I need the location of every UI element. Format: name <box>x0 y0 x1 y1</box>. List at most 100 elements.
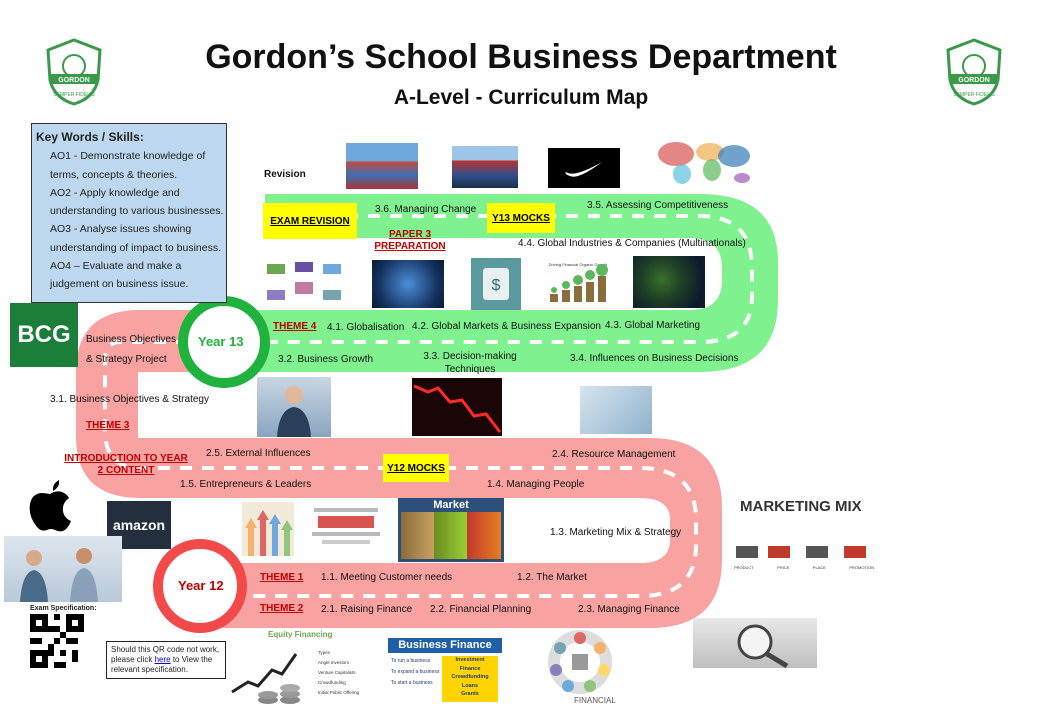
qr-code-icon <box>30 614 84 668</box>
year12-label: Year 12 <box>178 578 224 593</box>
year13-label: Year 13 <box>198 334 244 349</box>
financial-wheel-image: FINANCIAL <box>534 630 626 707</box>
coins-chart-icon <box>231 653 300 704</box>
growth-plants-icon: Driving Financial Organic Growth <box>549 262 608 302</box>
arrows-icon <box>245 510 293 556</box>
y13-mocks-badge: Y13 MOCKS <box>487 203 555 233</box>
apple-logo-icon <box>29 480 71 532</box>
svg-text:$: $ <box>492 277 501 294</box>
topic-4-4: 4.4. Global Industries & Companies (Mult… <box>518 238 746 249</box>
specification-link[interactable]: here <box>154 655 171 664</box>
crest-motto: SEMPER FIDELIS <box>953 92 995 98</box>
office-team-image <box>4 536 122 602</box>
key-words-item: AO3 - Analyse issues showing understandi… <box>50 223 222 254</box>
topic-1-1: 1.1. Meeting Customer needs <box>321 572 453 583</box>
magnifying-glass-icon <box>737 624 789 668</box>
investment-image: $ <box>471 258 521 310</box>
bf-right-item: Loans <box>461 682 479 689</box>
equity-financing-image: Equity Financing Types Angel Investors V… <box>228 626 368 707</box>
bf-right-item: Investment <box>455 657 485 663</box>
satisfaction-wordcloud-image <box>308 500 384 556</box>
equity-item: Venture Capitalists <box>318 670 356 675</box>
mix-icons <box>736 546 866 558</box>
wordcloud-icon <box>312 508 380 544</box>
financial-wheel-icon <box>548 630 612 694</box>
money-icon: $ <box>483 268 509 300</box>
equity-title: Equity Financing <box>268 630 333 639</box>
page-title: Gordon’s School Business Department <box>205 38 837 76</box>
svg-text:Driving Financial Organic Grow: Driving Financial Organic Growth <box>549 262 608 267</box>
people-meeting-icon <box>20 548 98 602</box>
topic-4-3: 4.3. Global Marketing <box>605 320 701 331</box>
theme4-label: THEME 4 <box>273 321 317 332</box>
exam-revision-badge: EXAM REVISION <box>263 203 357 239</box>
topic-3-4: 3.4. Influences on Business Decisions <box>570 353 739 364</box>
topic-1-2: 1.2. The Market <box>517 572 587 583</box>
leader-portrait-image <box>257 377 331 437</box>
topic-1-3: 1.3. Marketing Mix & Strategy <box>550 527 682 538</box>
cargo-ship-image <box>452 146 518 188</box>
y12-mocks-badge: Y12 MOCKS <box>383 454 449 482</box>
topic-3-3: 3.3. Decision-making Techniques <box>423 351 517 375</box>
topic-3-6: 3.6. Managing Change <box>375 204 477 215</box>
key-words-item: AO2 - Apply knowledge and understanding … <box>50 186 224 218</box>
key-words-heading: Key Words / Skills: <box>36 130 144 144</box>
amazon-logo-text: amazon <box>112 517 166 533</box>
key-words-item: AO1 - Demonstrate knowledge of terms, co… <box>50 150 206 181</box>
arrows-growth-image <box>242 502 294 556</box>
crest-text: GORDON <box>958 77 990 84</box>
magnifier-image <box>693 618 817 668</box>
qr-note-text: Should this QR code not work, please cli… <box>111 645 220 664</box>
topic-2-2: 2.2. Financial Planning <box>430 604 532 615</box>
qr-note: Should this QR code not work, please cli… <box>106 641 226 679</box>
exam-spec-label: Exam Specification: <box>30 605 97 612</box>
mix-label-place: PLACE <box>812 565 826 570</box>
market-photo <box>401 512 501 559</box>
equity-item: Angel Investors <box>318 660 350 665</box>
nike-swoosh-icon <box>565 162 602 177</box>
business-finance-title: Business Finance <box>388 638 502 653</box>
topic-3-5: 3.5. Assessing Competitiveness <box>587 200 729 211</box>
financial-caption: FINANCIAL <box>574 696 616 705</box>
stock-crash-image <box>412 378 502 436</box>
topic-3-2: 3.2. Business Growth <box>278 354 374 365</box>
world-brands-map-image <box>648 134 756 188</box>
school-crest-right: GORDON SEMPER FIDELIS <box>946 38 1002 106</box>
equity-item: Crowdfunding <box>318 680 346 685</box>
bf-left-item: To expand a business <box>391 669 440 675</box>
road-dashes-green <box>240 214 754 344</box>
global-network-image <box>372 260 444 308</box>
crest-text: GORDON <box>58 77 90 84</box>
mix-label-price: PRICE <box>777 565 790 570</box>
topic-2-3: 2.3. Managing Finance <box>578 604 680 615</box>
falling-chart-icon <box>413 384 502 433</box>
organic-growth-image: Driving Financial Organic Growth <box>546 260 610 306</box>
theme2-label: THEME 2 <box>260 603 304 614</box>
crest-motto: SEMPER FIDELIS <box>53 92 95 98</box>
diagram-icon <box>267 262 341 300</box>
market-image-caption: Market <box>433 499 469 511</box>
topic-4-1: 4.1. Globalisation <box>327 322 405 333</box>
globalisation-diagram-image <box>265 260 345 310</box>
page-subtitle: A-Level - Curriculum Map <box>393 86 649 109</box>
topic-1-5: 1.5. Entrepreneurs & Leaders <box>180 479 312 490</box>
key-words-item: AO4 – Evaluate and make a judgement on b… <box>50 260 189 291</box>
qr-code[interactable] <box>30 614 84 668</box>
shipping-containers-image <box>346 143 418 189</box>
nike-logo-image <box>548 148 620 188</box>
road-dashes-pink <box>103 340 698 598</box>
mix-label-promotion: PROMOTION <box>849 565 874 570</box>
earth-lights-image <box>633 256 705 308</box>
topic-2-5: 2.5. External Influences <box>206 448 311 459</box>
bcg-caption: Business Objectives & Strategy Project <box>86 334 177 365</box>
school-crest-left: GORDON SEMPER FIDELIS <box>46 38 102 106</box>
green-road-segment <box>210 194 778 372</box>
business-finance-image: Business Finance To run a business To ex… <box>388 638 502 704</box>
topic-4-2: 4.2. Global Markets & Business Expansion <box>412 321 601 332</box>
topic-1-4: 1.4. Managing People <box>487 479 585 490</box>
bf-left-item: To run a business <box>391 658 431 664</box>
equity-item: Initial Public Offering <box>318 690 360 695</box>
bf-left-item: To start a business <box>391 680 433 686</box>
bf-right-item: Finance <box>459 665 481 672</box>
paper3-label: PAPER 3 PREPARATION <box>374 229 446 252</box>
